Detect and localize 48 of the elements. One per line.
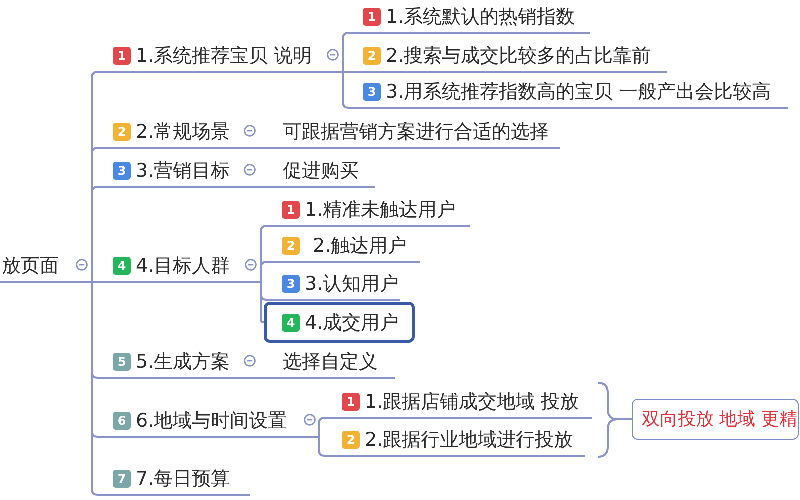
priority-badge: 4	[113, 256, 131, 274]
topic-text: 2.触达用户	[313, 234, 408, 256]
topic-text: 3.营销目标	[136, 160, 230, 182]
branch-line	[90, 281, 108, 283]
priority-badge: 5	[113, 352, 131, 370]
priority-badge: 3	[363, 82, 381, 100]
branch-line	[258, 261, 277, 283]
branch-line	[262, 186, 272, 188]
topic-text: 7.每日预算	[136, 468, 230, 490]
summary-text: 双向投放 地域 更精	[642, 408, 798, 430]
selected-topic-box	[264, 302, 415, 343]
priority-badge: 1	[113, 46, 131, 64]
topic-text: 促进购买	[283, 160, 359, 182]
topic-text: 5.生成方案	[136, 350, 230, 372]
priority-badge: 6	[113, 412, 131, 430]
topic-text: 4.目标人群	[136, 254, 230, 276]
topic-text: 1.精准未触达用户	[305, 198, 456, 220]
topic-text: 1.跟据店铺成交地域 投放	[365, 390, 580, 412]
branch-line	[90, 186, 108, 283]
topic-text: 1.系统默认的热销指数	[386, 6, 576, 28]
branch-line	[262, 377, 272, 379]
priority-badge: 1	[282, 200, 300, 218]
topic-text: 2.搜索与成交比较多的占比靠前	[386, 44, 652, 66]
topic-text: 选择自定义	[283, 350, 378, 372]
branch-line	[262, 147, 272, 149]
topic-text: 4.成交用户	[305, 312, 400, 334]
topic-text: 3.用系统推荐指数高的宝贝 一般产出会比较高	[386, 80, 772, 102]
branch-line	[316, 436, 337, 457]
priority-badge: 2	[113, 122, 131, 140]
branch-line	[316, 417, 337, 438]
priority-badge: 3	[113, 162, 131, 180]
priority-badge: 7	[113, 470, 131, 488]
priority-badge: 1	[363, 8, 381, 26]
branch-line	[258, 281, 265, 324]
topic-text: 可跟据营销方案进行合适的选择	[283, 120, 549, 142]
priority-badge: 2	[363, 46, 381, 64]
topic-text: 放页面	[2, 254, 59, 276]
topic-text: 1.系统推荐宝贝 说明	[136, 44, 312, 66]
priority-badge: 4	[282, 314, 300, 332]
topic-text: 6.地域与时间设置	[136, 410, 288, 432]
priority-badge: 2	[282, 236, 300, 254]
topic-text: 2.跟据行业地域进行投放	[365, 428, 574, 450]
priority-badge: 2	[342, 430, 360, 448]
summary-box	[632, 399, 799, 440]
topic-text: 3.认知用户	[305, 272, 400, 294]
priority-badge: 3	[282, 274, 300, 292]
priority-badge: 1	[342, 392, 360, 410]
topic-text: 2.常规场景	[136, 120, 230, 142]
